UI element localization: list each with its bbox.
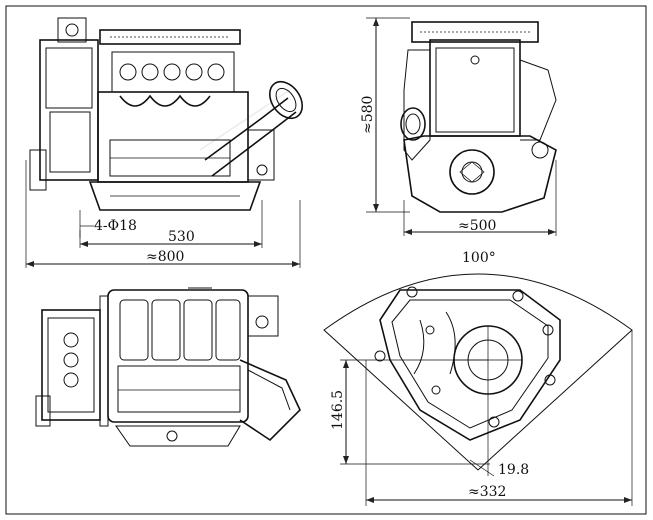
side-bolt-label: 4-Φ18 bbox=[94, 218, 137, 234]
front-dim-width: ≈500 bbox=[458, 218, 496, 234]
section-dim-angle: 100° bbox=[462, 250, 496, 266]
side-view bbox=[25, 17, 304, 268]
section-dim-offset: 19.8 bbox=[498, 462, 529, 478]
section-dim-width: ≈332 bbox=[468, 484, 506, 500]
side-dim-overall: ≈800 bbox=[146, 249, 184, 265]
front-view bbox=[366, 17, 557, 236]
top-view bbox=[35, 287, 301, 447]
side-dim-inner: 530 bbox=[168, 229, 195, 245]
sheet-border bbox=[5, 5, 647, 515]
front-dim-height: ≈580 bbox=[360, 96, 376, 134]
section-view bbox=[323, 273, 633, 506]
section-dim-vertical: 146.5 bbox=[330, 390, 346, 430]
